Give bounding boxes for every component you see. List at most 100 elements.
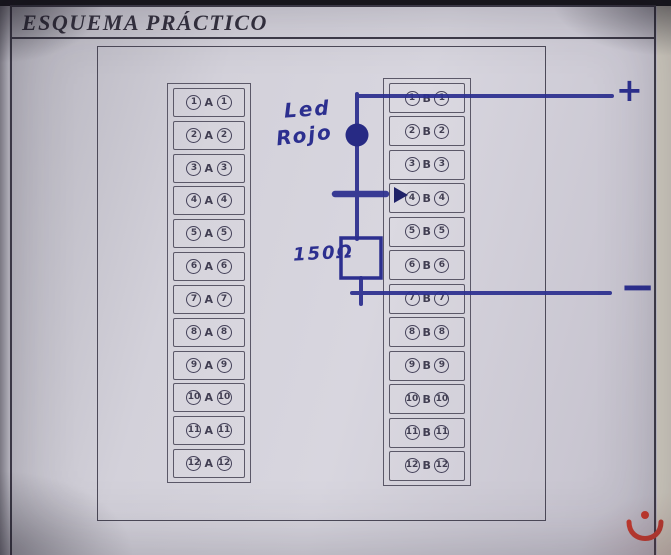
circled-number: 12 [434, 458, 450, 474]
circled-number: 8 [434, 324, 450, 340]
circled-number: 4 [434, 190, 450, 206]
terminal-letter: B [422, 359, 432, 373]
circled-number: 9 [216, 357, 232, 373]
circled-number: 7 [434, 291, 450, 307]
terminal-letter: B [422, 258, 432, 272]
circled-number: 7 [216, 291, 232, 307]
page-border-right [654, 5, 656, 555]
circled-number: 6 [186, 259, 202, 275]
page-border-top [10, 5, 656, 7]
circled-number: 6 [434, 257, 450, 273]
terminal-letter: B [422, 292, 432, 306]
circled-number: 7 [186, 291, 202, 307]
circled-number: 4 [216, 193, 232, 209]
circled-number: 2 [434, 123, 450, 139]
terminal-letter: A [204, 292, 214, 306]
circled-number: 3 [404, 157, 420, 173]
circled-number: 10 [434, 391, 450, 407]
scan-edge-right [657, 6, 671, 555]
minus-symbol: − [620, 262, 656, 311]
circled-number: 8 [216, 324, 232, 340]
terminal-letter: A [204, 456, 214, 470]
terminal-letter: A [204, 194, 214, 208]
terminal-letter: A [204, 424, 214, 438]
terminal-letter: B [422, 325, 432, 339]
circled-number: 6 [404, 257, 420, 273]
circled-number: 2 [216, 127, 232, 143]
circled-number: 10 [404, 391, 420, 407]
red-stamp-icon [626, 511, 664, 541]
terminal-letter: A [204, 96, 214, 109]
terminal-letter: A [204, 161, 214, 175]
terminal-letter: A [204, 128, 214, 142]
circled-number: 12 [216, 455, 232, 471]
circled-number: 5 [404, 224, 420, 240]
circled-number: 1 [404, 90, 420, 106]
terminal-letter: B [422, 459, 432, 473]
scan-edge-left [0, 0, 9, 555]
circled-number: 11 [434, 425, 450, 441]
terminal-letter: B [422, 124, 432, 138]
plus-symbol: + [616, 71, 643, 109]
circled-number: 5 [186, 226, 202, 242]
title-underline [10, 37, 656, 39]
circled-number: 10 [216, 390, 232, 406]
circled-number: 8 [186, 324, 202, 340]
page-border-left [10, 5, 12, 555]
circled-number: 5 [216, 226, 232, 242]
circled-number: 1 [434, 90, 450, 106]
diagram-frame [97, 46, 546, 521]
terminal-letter: A [204, 358, 214, 372]
terminal-letter: A [204, 391, 214, 405]
terminal-letter: A [204, 260, 214, 274]
terminal-letter: B [422, 158, 432, 172]
circled-number: 1 [186, 95, 202, 110]
terminal-letter: B [422, 426, 432, 440]
circled-number: 11 [186, 423, 202, 439]
circled-number: 9 [186, 357, 202, 373]
circled-number: 12 [186, 455, 202, 471]
terminal-letter: B [422, 191, 432, 205]
terminal-letter: B [422, 225, 432, 239]
circled-number: 3 [434, 157, 450, 173]
circled-number: 4 [404, 190, 420, 206]
circled-number: 9 [434, 358, 450, 374]
circled-number: 3 [216, 160, 232, 176]
circled-number: 3 [186, 160, 202, 176]
terminal-letter: A [204, 227, 214, 241]
circled-number: 10 [186, 390, 202, 406]
terminal-letter: B [422, 392, 432, 406]
terminal-letter: B [422, 91, 432, 105]
circled-number: 7 [404, 291, 420, 307]
circled-number: 11 [404, 425, 420, 441]
circled-number: 5 [434, 224, 450, 240]
circled-number: 1 [216, 95, 232, 110]
circled-number: 2 [186, 127, 202, 143]
